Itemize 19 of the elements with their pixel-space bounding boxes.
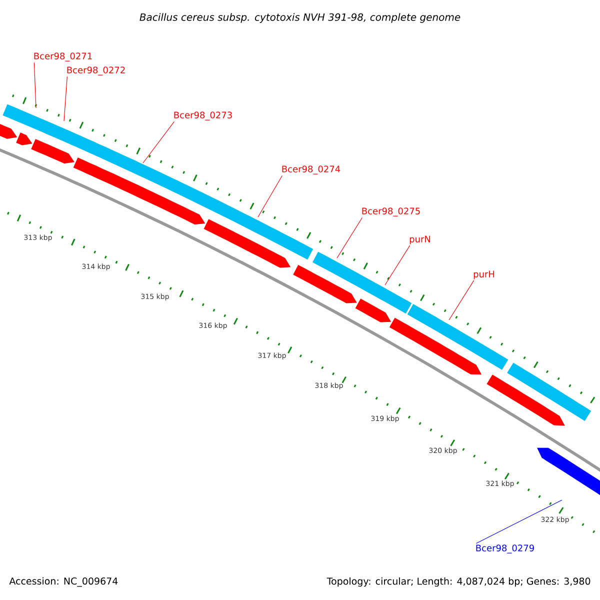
leader-line: [64, 76, 68, 122]
gene-label: Bcer98_0272: [67, 66, 125, 76]
gene-label: Bcer98_0275: [362, 208, 420, 216]
gene-label: Bcer98_0279: [476, 544, 534, 554]
leader-line: [258, 175, 282, 218]
leader-line: [336, 217, 362, 258]
accession-label: Accession: NC_009674: [9, 577, 118, 587]
gene-label: purH: [474, 270, 494, 280]
gene-label: purN: [410, 236, 430, 244]
leader-line: [476, 500, 562, 544]
title: Bacillus cereus subsp. cytotoxis NVH 391-98, complete genome: [140, 13, 460, 23]
gene-label: Bcer98_0271: [34, 52, 92, 62]
leader-line: [384, 245, 410, 286]
leader-line: [142, 121, 174, 164]
gene-label: Bcer98_0274: [282, 166, 340, 174]
gene-label: Bcer98_0273: [174, 112, 232, 120]
leader-line: [34, 62, 36, 108]
genome-info-label: Topology: circular; Length: 4,087,024 bp; Genes: 3,980: [326, 577, 590, 587]
leader-line: [448, 280, 474, 320]
